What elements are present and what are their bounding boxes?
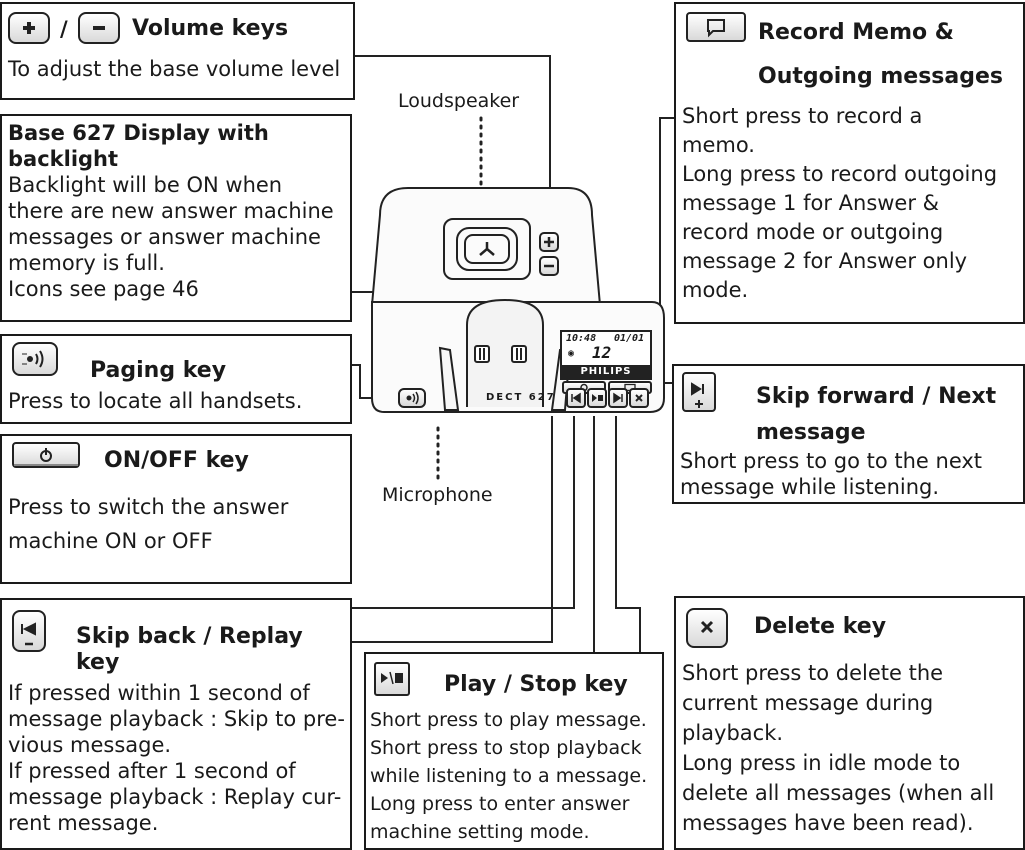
record-memo-icon bbox=[686, 12, 746, 42]
base-lcd-display: 10:48 01/01 12 ◉ PHILIPS bbox=[560, 330, 652, 380]
microphone-label: Microphone bbox=[382, 484, 493, 506]
base-delete-key[interactable] bbox=[629, 388, 649, 408]
paging-icon bbox=[12, 342, 58, 376]
base-volume-down-key[interactable] bbox=[539, 256, 559, 276]
base-paging-key[interactable] bbox=[398, 388, 426, 408]
skip-back-icon bbox=[12, 610, 46, 652]
volume-keys-desc: To adjust the base volume level bbox=[8, 57, 341, 81]
handset-cradle bbox=[466, 298, 544, 407]
delete-icon bbox=[686, 608, 728, 648]
onoff-callout: ON/OFF key Press to switch the answer ma… bbox=[0, 434, 352, 584]
volume-separator: / bbox=[60, 17, 68, 41]
skip-forward-callout: Skip forward / Next message Short press … bbox=[672, 364, 1025, 504]
skip-back-title: Skip back / Replay key bbox=[76, 624, 303, 675]
delete-desc: Short press to delete the current messag… bbox=[682, 661, 995, 835]
speaker-nav-pad bbox=[443, 218, 531, 280]
skip-forward-desc: Short press to go to the next message wh… bbox=[680, 449, 983, 499]
record-memo-callout: Record Memo & Outgoing messages Short pr… bbox=[674, 2, 1025, 324]
play-stop-icon bbox=[374, 662, 410, 696]
display-desc: Backlight will be ON when there are new … bbox=[8, 173, 334, 301]
display-title: Base 627 Display with backlight bbox=[8, 121, 269, 171]
play-stop-callout: Play / Stop key Short press to play mess… bbox=[364, 652, 664, 850]
power-icon bbox=[12, 442, 80, 468]
base-play-stop-key[interactable] bbox=[587, 388, 607, 408]
loudspeaker-label: Loudspeaker bbox=[398, 90, 520, 112]
volume-down-icon bbox=[78, 12, 120, 44]
paging-title: Paging key bbox=[90, 358, 227, 383]
volume-keys-title: Volume keys bbox=[132, 16, 289, 41]
onoff-title: ON/OFF key bbox=[104, 448, 249, 473]
skip-back-callout: Skip back / Replay key If pressed within… bbox=[0, 598, 352, 850]
paging-callout: Paging key Press to locate all handsets. bbox=[0, 334, 352, 424]
play-stop-desc: Short press to play message. Short press… bbox=[370, 709, 648, 843]
onoff-desc: Press to switch the answer machine ON or… bbox=[8, 495, 289, 553]
display-callout: Base 627 Display with backlight Backligh… bbox=[0, 114, 352, 322]
paging-desc: Press to locate all handsets. bbox=[8, 389, 303, 413]
skip-forward-icon bbox=[682, 372, 716, 412]
lcd-time: 10:48 bbox=[566, 333, 597, 344]
record-memo-desc: Short press to record a memo. Long press… bbox=[682, 104, 998, 302]
delete-title: Delete key bbox=[754, 614, 887, 639]
skip-forward-title: Skip forward / Next message bbox=[756, 384, 997, 445]
delete-callout: Delete key Short press to delete the cur… bbox=[674, 596, 1025, 850]
volume-up-icon bbox=[8, 12, 50, 44]
lcd-message-count: 12 bbox=[592, 343, 612, 362]
lcd-date: 01/01 bbox=[614, 333, 645, 344]
base-skip-forward-key[interactable] bbox=[608, 388, 628, 408]
charging-contacts bbox=[474, 345, 527, 363]
record-memo-title: Record Memo & Outgoing messages bbox=[758, 20, 1003, 89]
brand-band: PHILIPS bbox=[562, 365, 650, 378]
base-volume-up-key[interactable] bbox=[539, 232, 559, 252]
play-stop-title: Play / Stop key bbox=[444, 672, 628, 697]
model-label: DECT 627 bbox=[486, 392, 556, 403]
lcd-tape-icon: ◉ bbox=[568, 348, 575, 359]
base-skip-back-key[interactable] bbox=[566, 388, 586, 408]
skip-back-desc: If pressed within 1 second of message pl… bbox=[8, 681, 345, 835]
volume-keys-callout: / Volume keys To adjust the base volume … bbox=[0, 2, 355, 100]
